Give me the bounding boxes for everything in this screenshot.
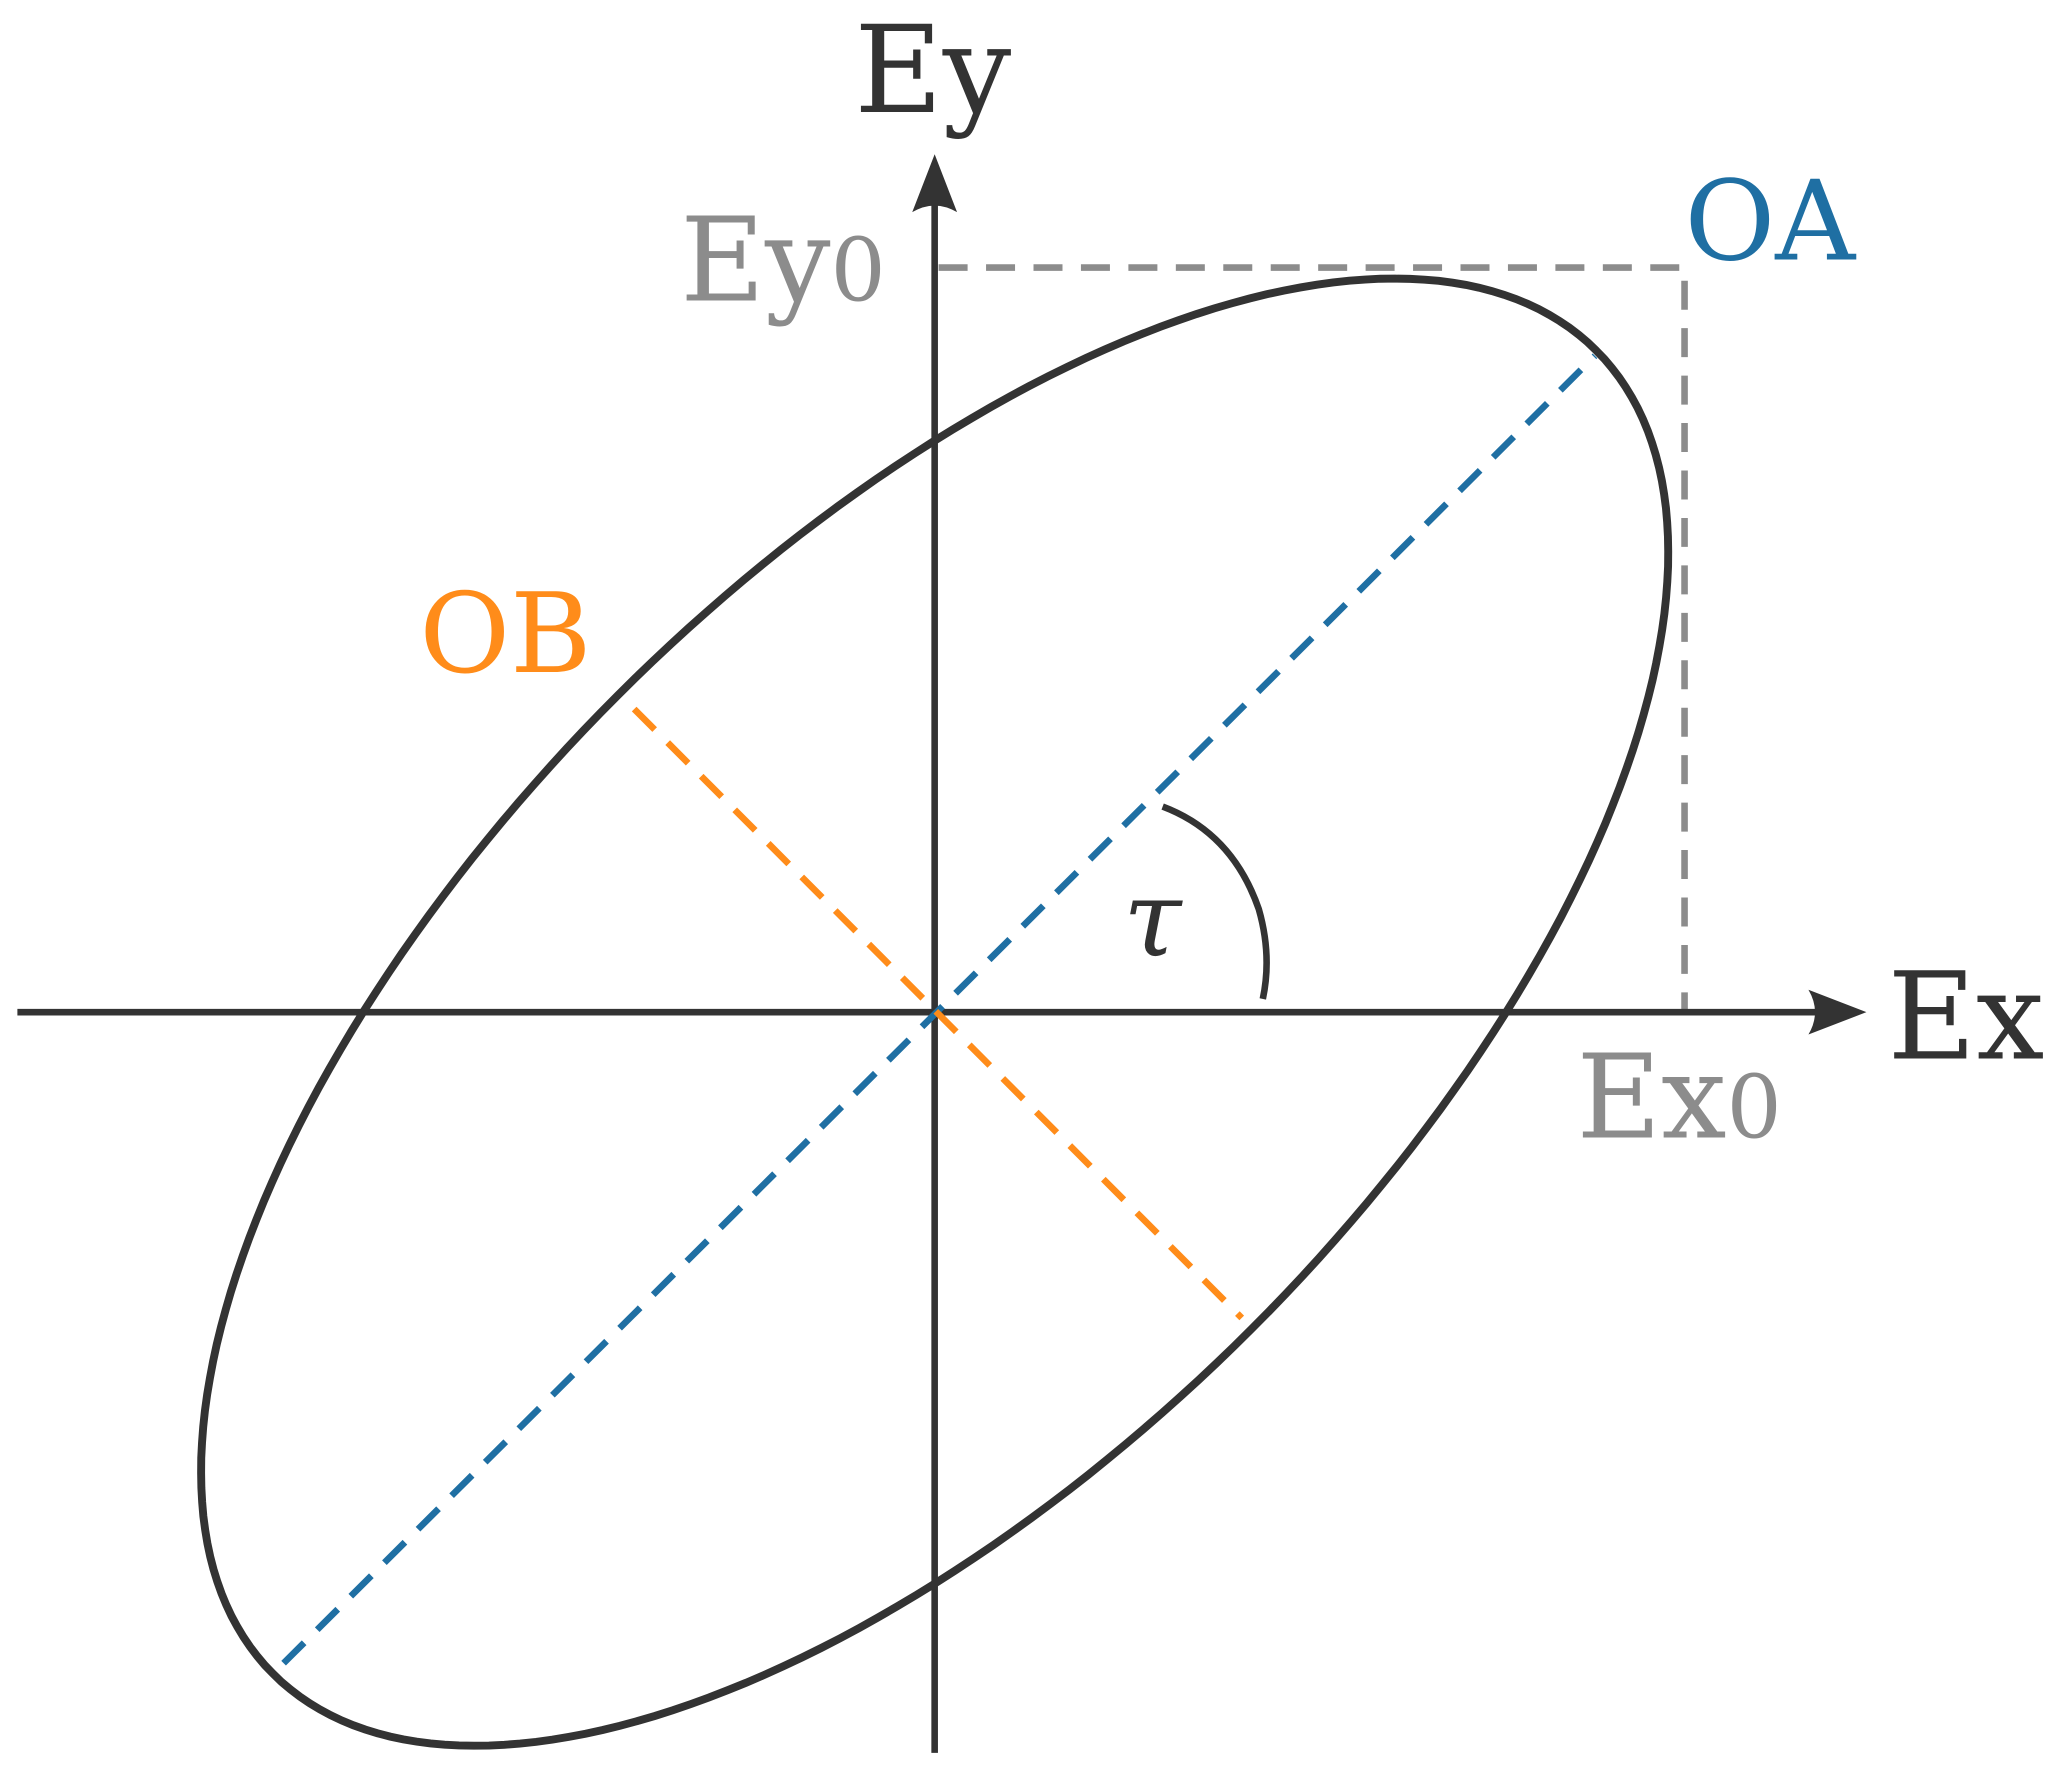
ey0-subscript: 0 [830,219,885,321]
y-axis-arrow-icon [912,154,958,213]
oa-label: OA [1685,158,1858,287]
ex0-ey0-guide-lines [938,264,1688,1013]
ey-axis-label: Ey [854,0,1011,141]
ey0-main: Ey [680,193,831,328]
minor-axis-ob [631,706,1245,1321]
ex0-label: Ex0 [1576,1030,1781,1165]
ob-label: OB [419,570,591,699]
major-axis-oa [281,353,1598,1666]
x-axis-arrow-icon [1808,989,1867,1035]
ex0-main: Ex [1576,1030,1726,1165]
tau-angle-arc [1161,803,1270,1000]
ex0-subscript: 0 [1727,1056,1782,1158]
tau-label: τ [1123,857,1183,980]
ex-axis-label: Ex [1888,945,2045,1087]
ey0-label: Ey0 [680,193,886,328]
polarization-ellipse [197,274,1673,1750]
